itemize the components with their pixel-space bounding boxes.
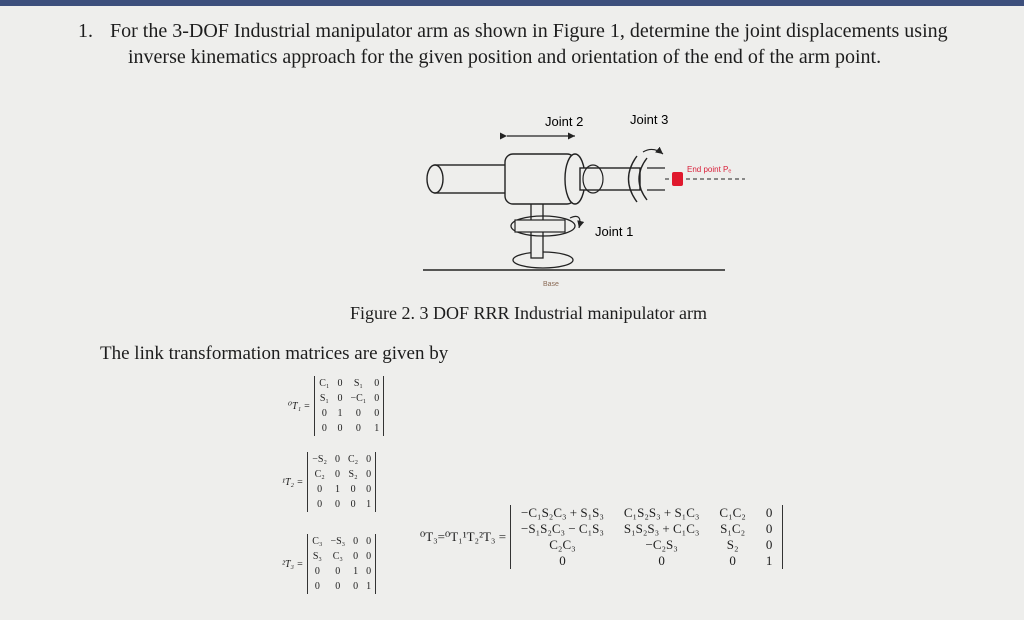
matrix-cell: C₂ bbox=[314, 469, 325, 480]
matrix-cell: 0 bbox=[729, 553, 736, 568]
rear-arm bbox=[434, 164, 516, 194]
matrix-cell: 0 bbox=[334, 499, 340, 510]
joint3-rotation-arrow bbox=[642, 146, 664, 155]
matrix-t03-label: ⁰T₃=⁰T₁¹T₂²T₃ = bbox=[420, 529, 507, 544]
matrix-cell: 0 bbox=[765, 537, 773, 552]
joint1-label: Joint 1 bbox=[595, 224, 633, 239]
matrix-cell: 1 bbox=[337, 408, 343, 419]
matrix-cell: 1 bbox=[374, 423, 380, 434]
matrix-cell: 0 bbox=[366, 536, 372, 547]
matrix-cell: C₁ bbox=[319, 378, 330, 389]
matrix-cell: C₂C₃ bbox=[549, 537, 576, 552]
matrix-cell: S₂ bbox=[726, 537, 739, 552]
matrix-cell: 1 bbox=[765, 553, 773, 568]
matrix-cell: C₁C₂ bbox=[719, 505, 746, 520]
matrix-cell: 0 bbox=[350, 499, 356, 510]
figure-caption: Figure 2. 3 DOF RRR Industrial manipulat… bbox=[350, 303, 707, 323]
top-edge-bar bbox=[0, 0, 1024, 6]
matrix-cell: 0 bbox=[366, 484, 372, 495]
joint1-disc bbox=[510, 215, 576, 237]
joint3-label: Joint 3 bbox=[630, 112, 668, 127]
matrix-cell: 0 bbox=[317, 484, 323, 495]
matrix-cell: 0 bbox=[366, 469, 372, 480]
matrix-cell: 0 bbox=[658, 553, 665, 568]
matrix-cell: 0 bbox=[314, 581, 320, 592]
matrix-t01-label: ⁰T₁ = bbox=[288, 400, 311, 412]
matrix-cell: 0 bbox=[355, 408, 361, 419]
matrix-cell: 0 bbox=[353, 581, 359, 592]
matrix-cell: 0 bbox=[350, 484, 356, 495]
matrix-cell: S₁ bbox=[319, 393, 329, 404]
matrix-cell: S₃ bbox=[312, 551, 322, 562]
matrix-cell: 0 bbox=[317, 499, 323, 510]
matrix-cell: −S₁S₂C₃ − C₁S₃ bbox=[521, 521, 604, 536]
matrix-cell: 0 bbox=[314, 566, 320, 577]
matrix-cell: 1 bbox=[366, 499, 372, 510]
matrix-cell: 1 bbox=[334, 484, 340, 495]
matrix-cell: 1 bbox=[366, 581, 372, 592]
matrix-cell: C₃ bbox=[312, 536, 323, 547]
base-label: Base bbox=[543, 281, 559, 288]
matrix-cell: −C₂S₃ bbox=[645, 537, 678, 552]
matrix-cell: 0 bbox=[559, 553, 566, 568]
matrix-cell: C₁S₂S₃ + S₁C₃ bbox=[623, 505, 700, 520]
matrix-cell: 0 bbox=[366, 454, 372, 465]
manipulator-figure: Joint 2 Joint 3 Joint 1 End point Pₑ Bas… bbox=[423, 112, 745, 288]
matrix-cell: 0 bbox=[335, 581, 341, 592]
question-text-line-1: For the 3-DOF Industrial manipulator arm… bbox=[110, 20, 948, 42]
matrix-cell: 0 bbox=[366, 551, 372, 562]
matrix-cell: S₁S₂S₃ + C₁C₃ bbox=[623, 521, 700, 536]
matrix-cell: 0 bbox=[765, 505, 773, 520]
matrix-cell: S₁ bbox=[353, 378, 363, 389]
matrix-cell: C₃ bbox=[332, 551, 343, 562]
matrix-cell: 0 bbox=[337, 378, 343, 389]
matrix-cell: 0 bbox=[374, 408, 380, 419]
matrix-cell: 0 bbox=[353, 536, 359, 547]
matrix-cell: −C₁ bbox=[350, 393, 367, 404]
matrix-cell: 0 bbox=[337, 423, 343, 434]
endpoint-label: End point Pₑ bbox=[687, 165, 731, 174]
matrix-cell: 0 bbox=[765, 521, 773, 536]
matrix-t03-table: −C₁S₂C₃ + S₁S₃ C₁S₂S₃ + S₁C₃ C₁C₂ 0 −S₁S₂C₃… bbox=[510, 505, 784, 569]
matrix-cell: 0 bbox=[321, 408, 327, 419]
joint2-label: Joint 2 bbox=[545, 114, 583, 129]
joint3-wrist bbox=[627, 155, 638, 203]
matrix-cell: 0 bbox=[335, 566, 341, 577]
matrix-cell: 0 bbox=[334, 469, 340, 480]
matrix-cell: 0 bbox=[355, 423, 361, 434]
matrix-cell: −S₂ bbox=[312, 454, 327, 465]
question-text-line-2: inverse kinematics approach for the give… bbox=[128, 46, 882, 68]
matrix-cell: 0 bbox=[366, 566, 372, 577]
matrix-cell: S₁C₂ bbox=[720, 521, 746, 536]
matrix-t03: ⁰T₃=⁰T₁¹T₂²T₃ = −C₁S₂C₃ + S₁S₃ C₁S₂S₃ + S… bbox=[420, 505, 784, 569]
matrix-cell: 0 bbox=[353, 551, 359, 562]
matrix-cell: −C₁S₂C₃ + S₁S₃ bbox=[521, 505, 604, 520]
question-number: 1. bbox=[78, 20, 93, 42]
matrix-cell: 1 bbox=[353, 566, 359, 577]
matrix-t12-label: ¹T₂ = bbox=[282, 476, 304, 488]
matrix-cell: 0 bbox=[374, 378, 380, 389]
forearm bbox=[579, 167, 641, 191]
matrix-cell: S₂ bbox=[348, 469, 358, 480]
matrix-cell: 0 bbox=[321, 423, 327, 434]
matrix-t23-label: ²T₃ = bbox=[282, 558, 304, 570]
matrix-cell: 0 bbox=[337, 393, 343, 404]
intro-text: The link transformation matrices are giv… bbox=[100, 343, 449, 364]
matrix-cell: 0 bbox=[334, 454, 340, 465]
matrix-cell: C₂ bbox=[347, 454, 359, 465]
joint1-rotation-arrow bbox=[569, 215, 585, 229]
matrix-cell: 0 bbox=[374, 393, 380, 404]
end-point-marker bbox=[672, 172, 683, 186]
matrix-cell: −S₃ bbox=[330, 536, 346, 547]
